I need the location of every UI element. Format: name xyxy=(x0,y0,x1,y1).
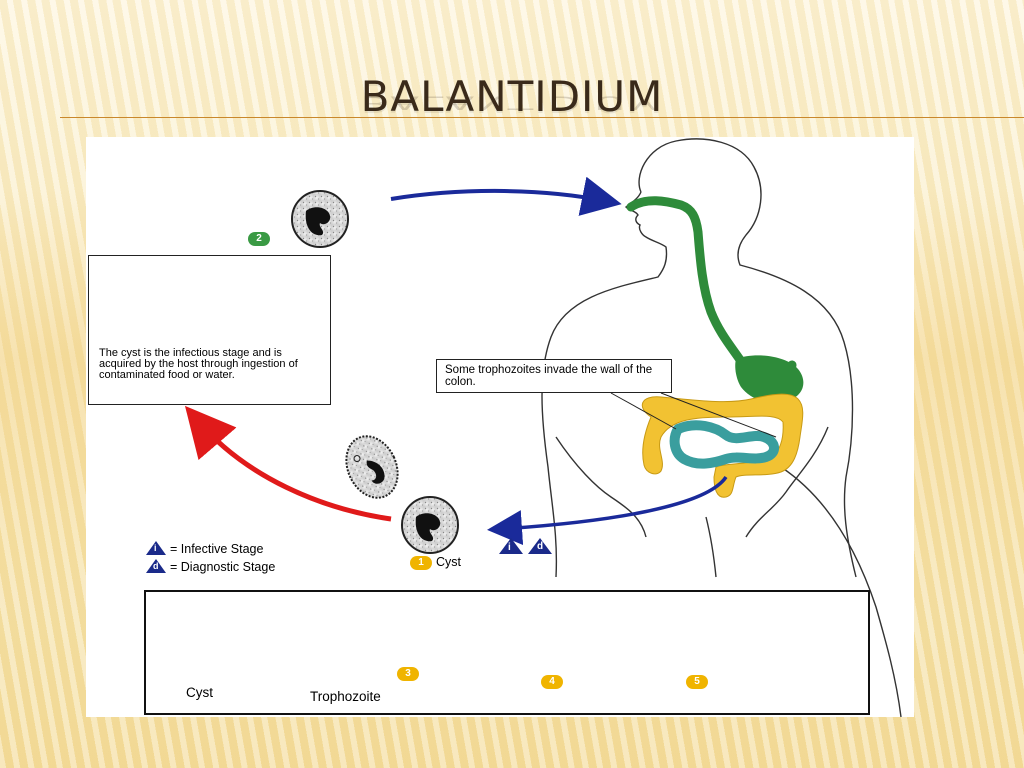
human-body-outline xyxy=(541,138,902,717)
life-cycle-diagram: The cyst is the infectious stage and is … xyxy=(86,137,914,717)
legend-diagnostic-label: = Diagnostic Stage xyxy=(170,560,276,574)
title-underline xyxy=(60,117,1024,118)
colon-invasion-callout: Some trophozoites invade the wall of the… xyxy=(436,359,672,393)
legend-infective-label: = Infective Stage xyxy=(170,542,264,556)
small-intestine xyxy=(669,420,779,469)
cyst-step1 xyxy=(401,496,459,554)
stage-sequence-box xyxy=(144,590,870,715)
large-intestine-colon xyxy=(641,393,804,498)
slide-title: BALANTIDIUM xyxy=(360,72,664,121)
cyst-bottom-label: Cyst xyxy=(186,685,213,700)
trophozoite-bottom-label: Trophozoite xyxy=(310,689,381,704)
legend-infective-triangle xyxy=(146,541,166,555)
ingestion-arrow xyxy=(390,176,622,216)
legend-diagnostic-triangle xyxy=(146,559,166,573)
step-5-badge: 5 xyxy=(686,675,708,689)
digestive-tract xyxy=(626,196,804,403)
callout-pointer-b xyxy=(660,392,777,438)
marker-infective-letter: i xyxy=(508,542,511,553)
cyst-step1-label: Cyst xyxy=(436,555,461,569)
callout-pointer-a xyxy=(610,392,677,430)
colon-invasion-text: Some trophozoites invade the wall of the… xyxy=(445,364,653,388)
contamination-arrow xyxy=(184,405,392,522)
step-1-badge: 1 xyxy=(410,556,432,570)
infection-info-text: The cyst is the infectious stage and is … xyxy=(99,347,298,381)
marker-infective-triangle xyxy=(499,538,523,554)
excretion-arrow xyxy=(487,475,728,546)
step-2-badge: 2 xyxy=(248,232,270,246)
infection-info-box: The cyst is the infectious stage and is … xyxy=(88,255,331,405)
step-4-badge: 4 xyxy=(541,675,563,689)
legend-diagnostic-letter: d xyxy=(153,561,159,571)
legend-infective-letter: i xyxy=(154,543,157,553)
marker-diagnostic-triangle xyxy=(528,538,552,554)
trophozoite-colon xyxy=(345,435,399,499)
marker-diagnostic-letter: d xyxy=(537,541,544,552)
step-3-badge: 3 xyxy=(397,667,419,681)
cyst-step2 xyxy=(291,190,349,248)
